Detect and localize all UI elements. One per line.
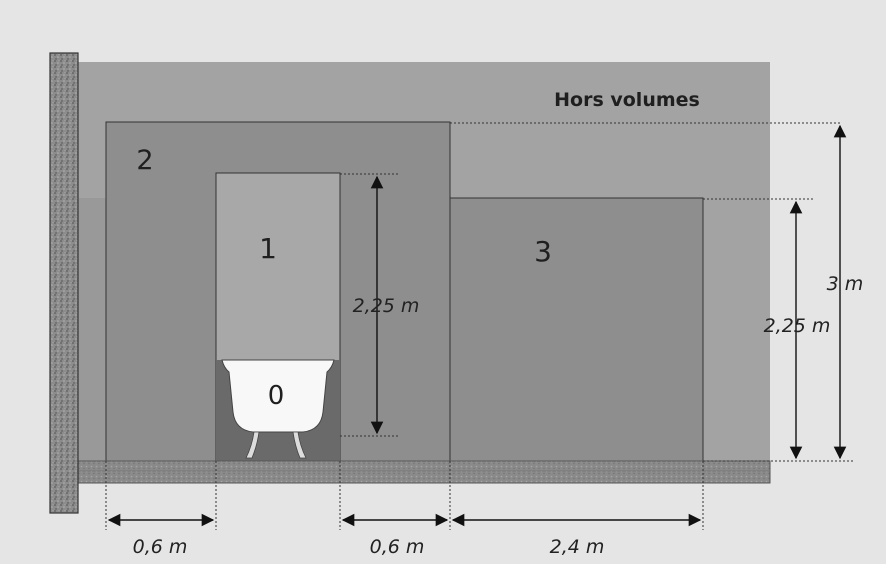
bathtub-icon bbox=[221, 359, 335, 459]
dim-label-zone2-left: 0,6 m bbox=[133, 536, 188, 558]
zone-1-label: 1 bbox=[259, 232, 277, 265]
wall-texture bbox=[49, 52, 79, 514]
dim-label-zone1-height: 2,25 m bbox=[353, 295, 420, 317]
zone-0-label: 0 bbox=[268, 381, 285, 411]
dim-label-3m: 3 m bbox=[827, 273, 864, 295]
zone-3 bbox=[449, 197, 704, 462]
left-strip bbox=[78, 198, 106, 461]
dim-label-zone2-right: 0,6 m bbox=[370, 536, 425, 558]
zone-3-label: 3 bbox=[534, 235, 552, 268]
dim-label-zone3-height: 2,25 m bbox=[764, 315, 831, 337]
zone-2-label: 2 bbox=[136, 145, 153, 176]
floor bbox=[77, 460, 771, 484]
outside-label: Hors volumes bbox=[554, 89, 700, 111]
dim-label-zone3-width: 2,4 m bbox=[550, 536, 605, 558]
